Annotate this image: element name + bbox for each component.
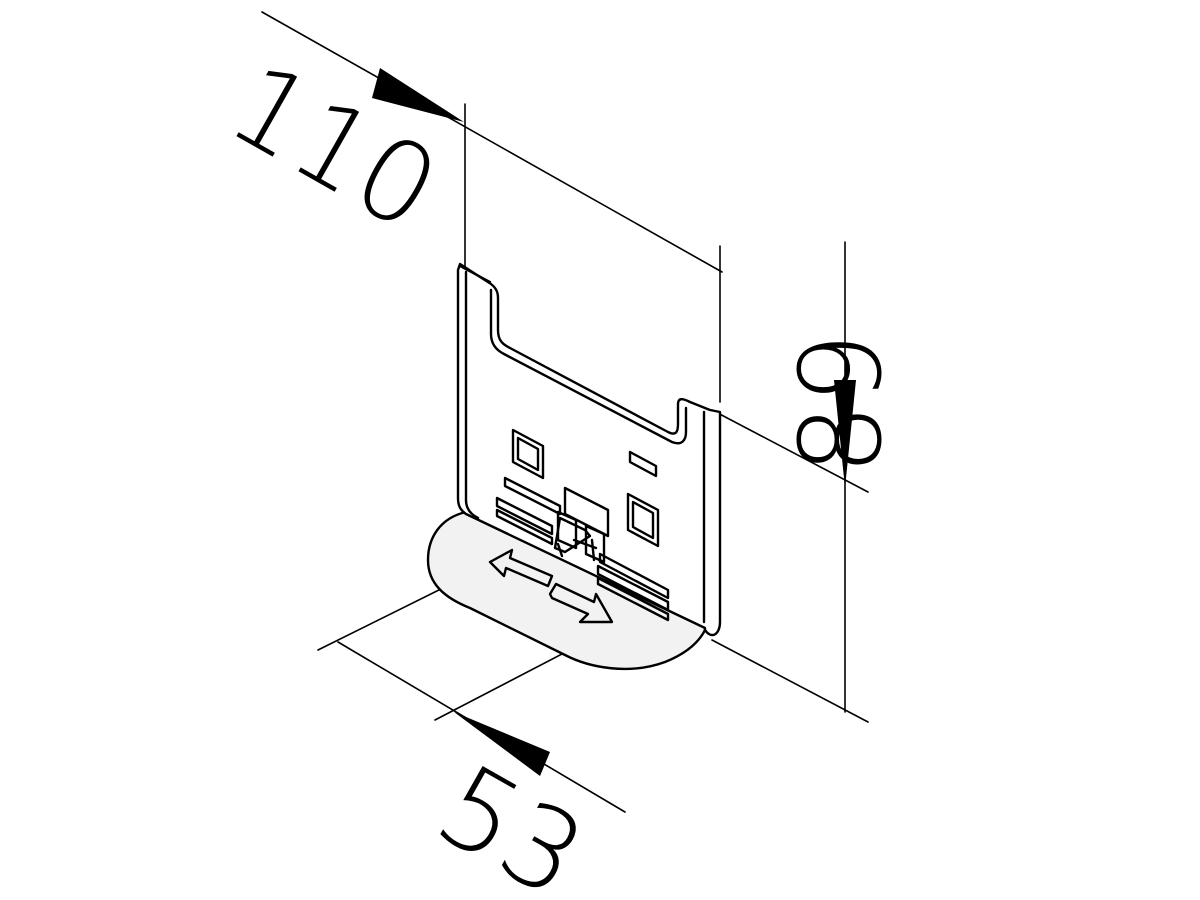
dimension-label-110: 110 [209,38,459,256]
dimension-label-89: 89 [777,332,907,475]
center-latch [553,486,610,564]
extension-line-53-left [317,581,456,651]
dimension-label-53: 53 [417,740,605,900]
window-lower-right [626,492,660,548]
slots [495,476,670,622]
extension-line-89-bottom [711,639,869,723]
base-plate [426,510,707,671]
notch-inner-edge [489,288,688,445]
arrow-110 [372,68,464,122]
slide-arrow-right-icon [548,582,614,624]
arrow-53 [454,712,550,776]
arrowheads [372,68,856,776]
arrow-89 [834,380,856,488]
back-plate-inner-edge [464,270,480,520]
part-body [426,262,722,671]
extension-line-89-top [711,409,869,493]
window-upper-left [511,428,545,480]
back-plate-top-inner [458,264,492,284]
dimension-line-110 [261,11,723,273]
window-small-right [628,450,658,478]
slide-arrow-left-icon [488,548,554,588]
slide-arrows [488,548,614,624]
